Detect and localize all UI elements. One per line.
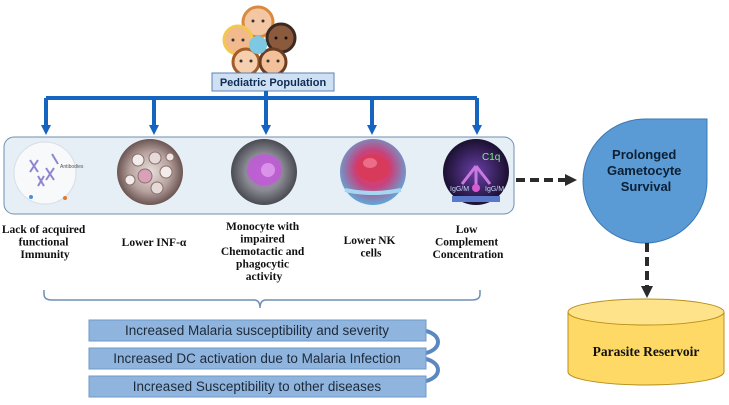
- gametocyte-survival-shape: Prolonged Gametocyte Survival: [582, 118, 708, 244]
- parasite-reservoir-cylinder: Parasite Reservoir: [567, 298, 725, 386]
- outcome-bar-2: [88, 347, 427, 370]
- pediatric-population-label: Pediatric Population: [220, 77, 327, 89]
- antibodies-image: Antibodies: [13, 141, 84, 205]
- factor-label-monocyte: Monocyte with impaired Chemotactic and p…: [221, 221, 307, 283]
- complement-image: C1q IgG/M IgG/M: [443, 139, 509, 205]
- inf-alpha-image: [117, 139, 183, 205]
- factor-label-complement: Low Complement Concentration: [433, 224, 505, 261]
- c1q-label: C1q: [482, 152, 500, 163]
- igg-label-left: IgG/M: [450, 186, 469, 193]
- pediatric-population-box: Pediatric Population: [211, 72, 335, 92]
- gametocyte-survival-label: Prolonged Gametocyte Survival: [607, 147, 685, 194]
- antibodies-caption: Antibodies: [60, 164, 84, 170]
- parasite-reservoir-label: Parasite Reservoir: [593, 344, 700, 359]
- outcome-bars: Increased Malaria susceptibility and sev…: [88, 319, 440, 398]
- outcome-text-2: Increased DC activation due to Malaria I…: [113, 351, 400, 366]
- nk-cell-image: [340, 139, 406, 205]
- outcome-text-1: Increased Malaria susceptibility and sev…: [125, 323, 389, 338]
- branch-connector: [41, 91, 482, 135]
- outcome-bar-3: [88, 375, 427, 398]
- children-illustration: [222, 5, 297, 77]
- factor-label-inf-alpha: Lower INF-α: [122, 237, 187, 249]
- outcome-text-3: Increased Susceptibility to other diseas…: [133, 379, 382, 394]
- igg-label-right: IgG/M: [485, 186, 504, 193]
- factor-label-immunity: Lack of acquired functional Immunity: [2, 224, 88, 261]
- outcome-bar-1: [88, 319, 427, 342]
- grouping-brace: [43, 290, 481, 309]
- monocyte-image: [231, 139, 297, 205]
- factor-label-nk: Lower NK cells: [344, 235, 399, 260]
